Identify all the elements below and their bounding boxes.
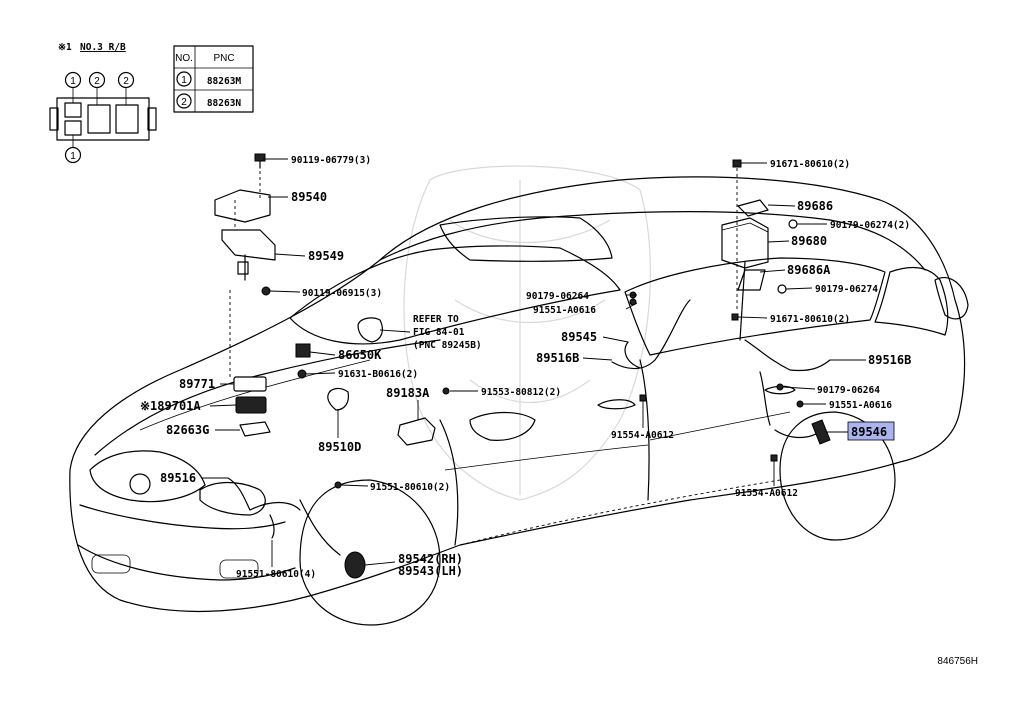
- part-callout[interactable]: 91631-B0616(2): [338, 369, 418, 380]
- connector-mark: 1: [70, 151, 76, 162]
- part-callout[interactable]: 82663G: [166, 423, 209, 437]
- bolt-icon: [770, 454, 778, 462]
- pnc-table: NO. PNC 1 2 88263M 88263N: [173, 45, 254, 113]
- connector-mark: 1: [70, 76, 76, 87]
- table-row-no: 1: [181, 75, 187, 86]
- bolt-icon: [261, 286, 271, 296]
- part-callout[interactable]: 89540: [291, 190, 327, 204]
- part-callout[interactable]: 90179-06274: [815, 284, 878, 295]
- bolt-icon: [788, 219, 798, 229]
- bolt-icon: [639, 394, 647, 402]
- part-callout[interactable]: 91551-80610(2): [370, 482, 450, 493]
- part-callout[interactable]: 91671-80610(2): [770, 314, 850, 325]
- part-callout[interactable]: (PNC 89245B): [413, 340, 482, 351]
- bolt-icon: [334, 481, 342, 489]
- part-callout[interactable]: 89680: [791, 234, 827, 248]
- legend: ※1 NO.3 R/B 1 2 2 1: [49, 42, 254, 164]
- part-callout[interactable]: 90179-06264: [526, 291, 589, 302]
- part-callout[interactable]: REFER TO: [413, 314, 459, 325]
- part-callout[interactable]: 89543(LH): [398, 564, 463, 578]
- part-callout[interactable]: 91554-A0612: [735, 488, 798, 499]
- part-callout[interactable]: FIG 84-01: [413, 327, 465, 338]
- connector-mark: 2: [123, 76, 129, 87]
- part-callout[interactable]: 89542(RH): [398, 552, 463, 566]
- legend-note-text: NO.3 R/B: [80, 42, 126, 53]
- part-callout[interactable]: 91551-A0616: [533, 305, 596, 316]
- legend-note-marker: ※1: [58, 42, 72, 53]
- relay-block-connector: 1 2 2 1: [49, 71, 157, 164]
- highlight-box[interactable]: [847, 421, 895, 441]
- part-callout[interactable]: 90119-06779(3): [291, 155, 371, 166]
- watermark-crest: [403, 165, 651, 501]
- part-callout[interactable]: 89516B: [536, 351, 579, 365]
- part-callout[interactable]: 91551-A0616: [829, 400, 892, 411]
- part-callout[interactable]: 89516B: [868, 353, 911, 367]
- part-callout[interactable]: ※189701A: [140, 399, 201, 413]
- part-callout[interactable]: 89516: [160, 471, 196, 485]
- table-header-no: NO.: [175, 53, 193, 64]
- table-header-pnc: PNC: [213, 53, 234, 64]
- bolt-icon: [731, 313, 739, 321]
- part-callout[interactable]: 91554-A0612: [611, 430, 674, 441]
- part-callout[interactable]: 91553-80812(2): [481, 387, 561, 398]
- part-callout[interactable]: 90179-06264: [817, 385, 880, 396]
- part-callout[interactable]: 90179-06274(2): [830, 220, 910, 231]
- bolt-icon: [777, 284, 787, 294]
- part-callout[interactable]: 89549: [308, 249, 344, 263]
- part-callout[interactable]: 91671-80610(2): [770, 159, 850, 170]
- part-callout[interactable]: 89545: [561, 330, 597, 344]
- figure-id: 846756H: [937, 656, 978, 667]
- part-callout[interactable]: 91551-80610(4): [236, 569, 316, 580]
- table-row-no: 2: [181, 97, 187, 108]
- part-callout[interactable]: 89510D: [318, 440, 361, 454]
- part-callout[interactable]: 90119-06915(3): [302, 288, 382, 299]
- table-row-pnc: 88263N: [207, 98, 242, 109]
- part-callout[interactable]: 86650K: [338, 348, 382, 362]
- bolt-icon: [796, 400, 804, 408]
- bolt-icon: [254, 153, 266, 169]
- table-row-pnc: 88263M: [207, 76, 242, 87]
- part-callout[interactable]: 89686: [797, 199, 833, 213]
- vehicle-outline: [69, 176, 969, 626]
- connector-mark: 2: [94, 76, 100, 87]
- bolt-icon: [442, 387, 450, 395]
- bolt-icon: [732, 159, 742, 168]
- leader-lines: [202, 158, 866, 567]
- part-callout[interactable]: 89771: [179, 377, 215, 391]
- part-callout[interactable]: 89183A: [386, 386, 430, 400]
- bolt-icon: [776, 383, 784, 391]
- callout-labels: 90119-06779(3) 89540 89549 90119-06915(3…: [140, 155, 911, 580]
- part-callout-highlighted[interactable]: 89546: [851, 425, 887, 439]
- part-callout[interactable]: 89686A: [787, 263, 831, 277]
